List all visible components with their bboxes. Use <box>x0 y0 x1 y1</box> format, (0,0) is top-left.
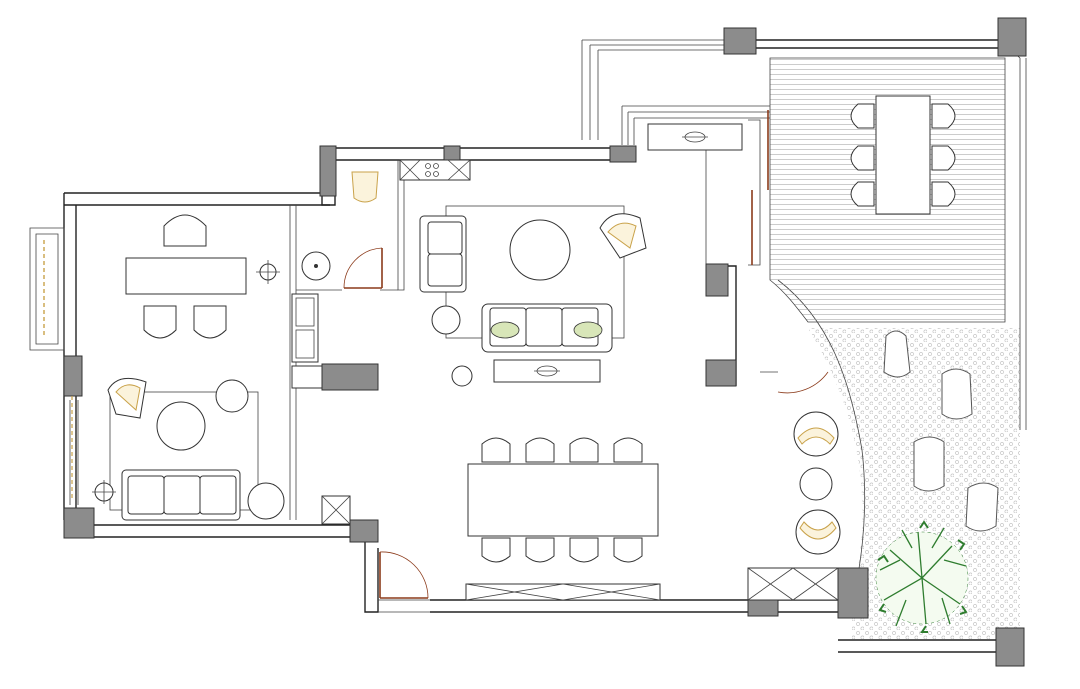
column <box>997 17 1027 57</box>
column <box>63 507 95 539</box>
coffee-table <box>156 401 206 451</box>
columns <box>63 17 1027 667</box>
dining-area <box>321 437 661 601</box>
cushion <box>573 321 603 339</box>
column <box>723 27 757 55</box>
wall-console <box>647 123 743 151</box>
dining-table <box>467 463 659 537</box>
column <box>319 145 337 197</box>
toilet-icon <box>351 171 379 203</box>
garden-side-table <box>799 467 833 501</box>
tv-icon <box>534 365 560 377</box>
bathroom <box>291 171 379 389</box>
kitchenette <box>399 159 471 181</box>
desk-chair <box>163 214 207 247</box>
side-table <box>451 365 473 387</box>
tree-icon <box>875 520 969 633</box>
garden-door <box>760 371 829 394</box>
column <box>705 263 729 297</box>
floor-lamp-icon <box>256 260 280 284</box>
stepping-stones <box>883 330 999 532</box>
column <box>321 363 379 391</box>
column <box>63 355 83 397</box>
garden-lounge <box>747 411 841 601</box>
column <box>995 627 1025 667</box>
floor-lamp-icon <box>92 480 116 504</box>
deck-dining <box>850 95 956 215</box>
round-coffee-table <box>509 219 571 281</box>
stove-icon <box>425 163 439 177</box>
deck-table <box>875 95 931 215</box>
column <box>705 359 737 387</box>
side-table <box>431 305 461 335</box>
study <box>69 214 285 521</box>
bathroom-door <box>343 247 383 289</box>
entry-door <box>379 551 429 599</box>
column <box>609 145 637 163</box>
column <box>837 567 869 619</box>
study-desk <box>125 257 247 295</box>
desk-chair <box>143 305 177 339</box>
garden-storage <box>747 567 839 601</box>
column <box>349 519 379 543</box>
doors <box>343 110 829 599</box>
cabinet <box>291 365 323 389</box>
window <box>69 400 79 505</box>
sideboard <box>465 583 661 601</box>
living-room <box>419 123 743 387</box>
side-table <box>247 482 285 520</box>
deck-sliding-door <box>751 110 769 265</box>
cushion <box>490 321 520 339</box>
desk-chair <box>193 305 227 339</box>
side-table <box>215 379 249 413</box>
